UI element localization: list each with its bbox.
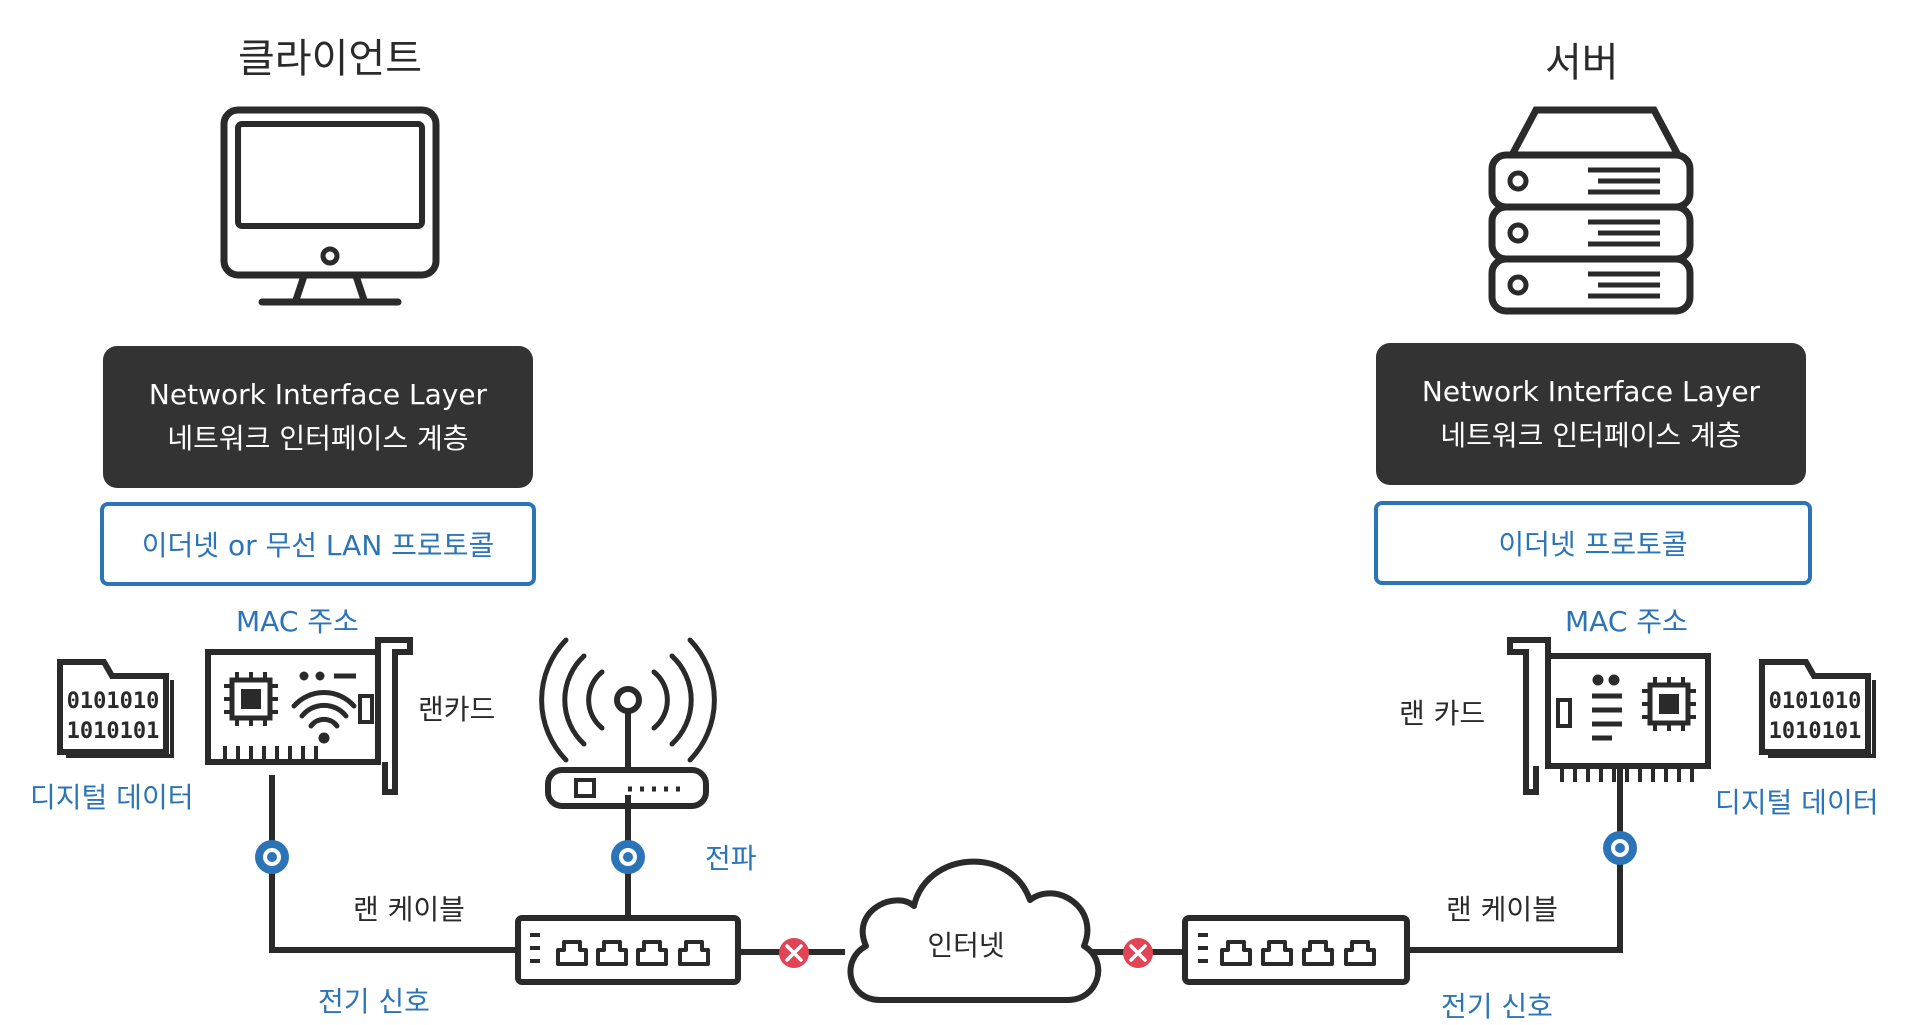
client-title: 클라이언트 [238, 36, 422, 82]
server-layer-box: Network Interface Layer 네트워크 인터페이스 계층 [1376, 343, 1806, 485]
server-binary-line1: 0101010 [1769, 689, 1862, 714]
client-binary-line2: 1010101 [67, 719, 160, 744]
server-layer-en: Network Interface Layer [1421, 375, 1761, 408]
client-data-folder-icon: 0101010 1010101 [57, 659, 174, 758]
wireless-router-icon [539, 637, 717, 809]
disconnected-x-icon [1123, 938, 1153, 968]
client-digital-data-label: 디지털 데이터 [30, 781, 194, 814]
server-data-folder-icon: 0101010 1010101 [1759, 659, 1876, 758]
disconnected-x-icon [779, 938, 809, 968]
client-cable-label: 랜 케이블 [353, 893, 465, 926]
connector-node-icon [611, 840, 645, 874]
client-binary-line1: 0101010 [67, 689, 160, 714]
client-protocol-box: 이더넷 or 무선 LAN 프로토콜 [100, 502, 536, 586]
server-cable-line [1408, 767, 1623, 953]
client-cable-line [269, 775, 518, 953]
client-layer-ko: 네트워크 인터페이스 계층 [167, 422, 469, 455]
client-network-switch-icon [515, 915, 741, 985]
client-layer-en: Network Interface Layer [148, 378, 488, 411]
internet-cloud-icon: 인터넷 [847, 858, 1102, 1003]
server-protocol-box: 이더넷 프로토콜 [1374, 501, 1812, 585]
server-layer-ko: 네트워크 인터페이스 계층 [1440, 419, 1742, 452]
client-mac-label: MAC 주소 [236, 605, 359, 638]
server-signal-label: 전기 신호 [1441, 990, 1553, 1023]
server-rack-icon [1488, 106, 1694, 315]
server-digital-data-label: 디지털 데이터 [1715, 786, 1879, 819]
internet-label: 인터넷 [927, 929, 1004, 962]
server-lancard-label: 랜 카드 [1399, 697, 1486, 730]
server-network-switch-icon [1182, 915, 1410, 985]
wireless-label: 전파 [705, 842, 757, 875]
computer-monitor-icon [220, 106, 440, 306]
server-mac-label: MAC 주소 [1565, 605, 1688, 638]
client-signal-label: 전기 신호 [318, 985, 430, 1018]
server-lan-card-icon [1507, 637, 1711, 795]
server-binary-line2: 1010101 [1769, 719, 1862, 744]
connector-node-icon [1603, 831, 1637, 865]
client-layer-box: Network Interface Layer 네트워크 인터페이스 계층 [103, 346, 533, 488]
server-cable-label: 랜 케이블 [1446, 893, 1558, 926]
server-title: 서버 [1545, 40, 1619, 86]
connector-node-icon [255, 840, 289, 874]
client-lancard-label: 랜카드 [418, 693, 496, 726]
client-lan-card-icon [205, 637, 413, 795]
